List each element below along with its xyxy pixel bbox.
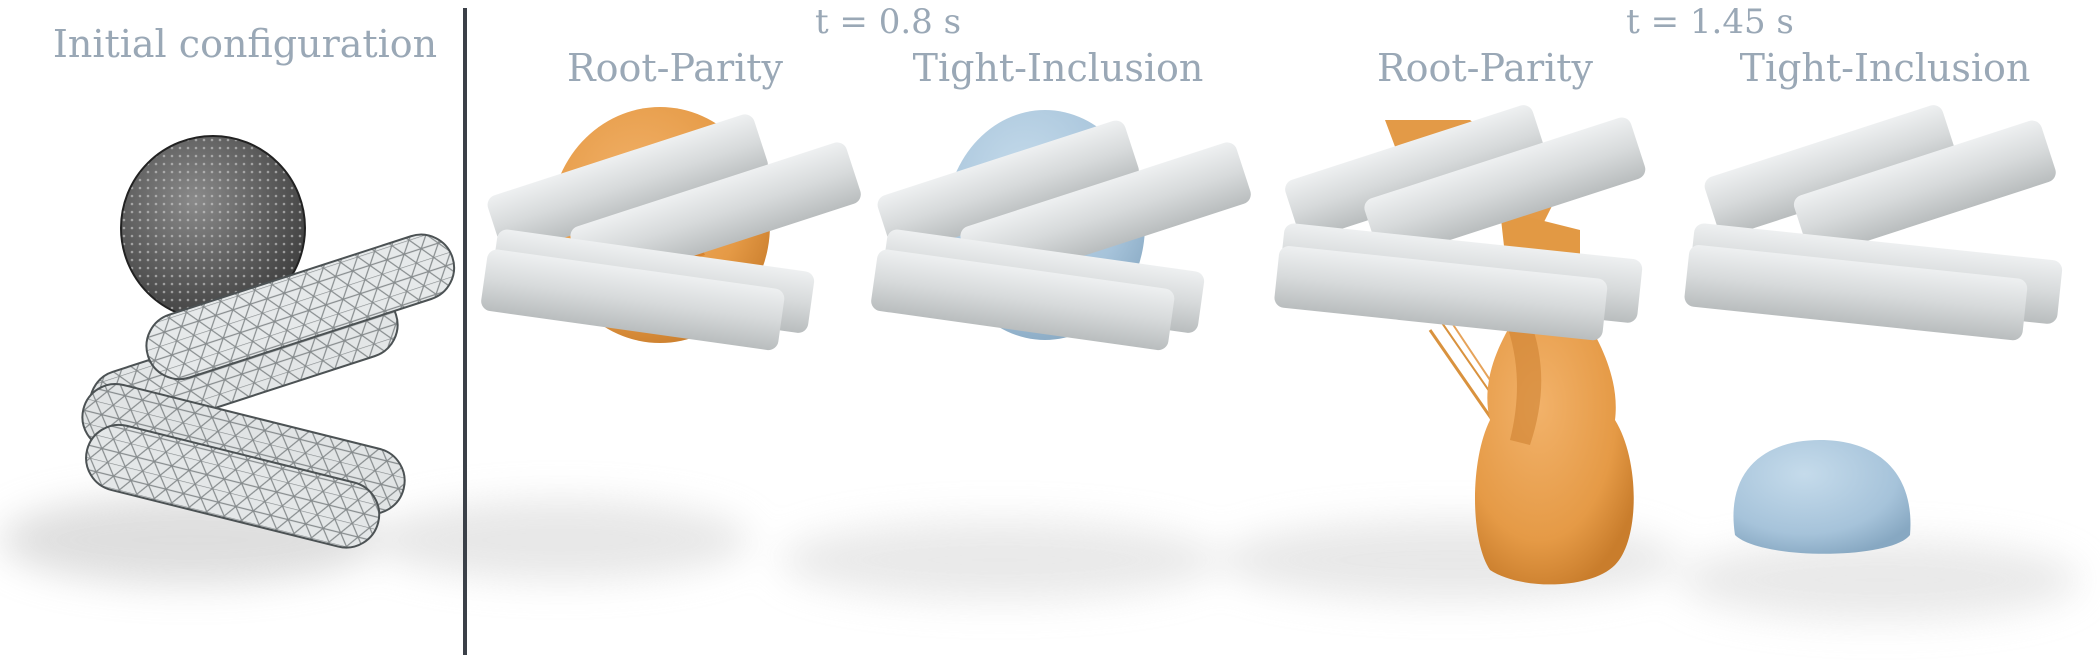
root-parity-label-1-45s: Root-Parity — [1376, 46, 1594, 90]
tight-inclusion-1-45s-panel — [1684, 105, 2063, 554]
root-parity-1-45s-panel — [1274, 105, 1646, 585]
tight-inclusion-label-1-45s: Tight-Inclusion — [1739, 46, 2031, 90]
tight-inclusion-label-0-8s: Tight-Inclusion — [912, 46, 1204, 90]
time-label-1-45s: t = 1.45 s — [1626, 2, 1794, 42]
root-parity-0-8s-panel — [481, 107, 861, 351]
initial-configuration-label: Initial configuration — [52, 22, 438, 66]
time-label-0-8s: t = 0.8 s — [814, 2, 962, 42]
initial-panel — [81, 135, 456, 549]
root-parity-label-0-8s: Root-Parity — [566, 46, 784, 90]
tight-inclusion-0-8s-panel — [871, 110, 1251, 351]
